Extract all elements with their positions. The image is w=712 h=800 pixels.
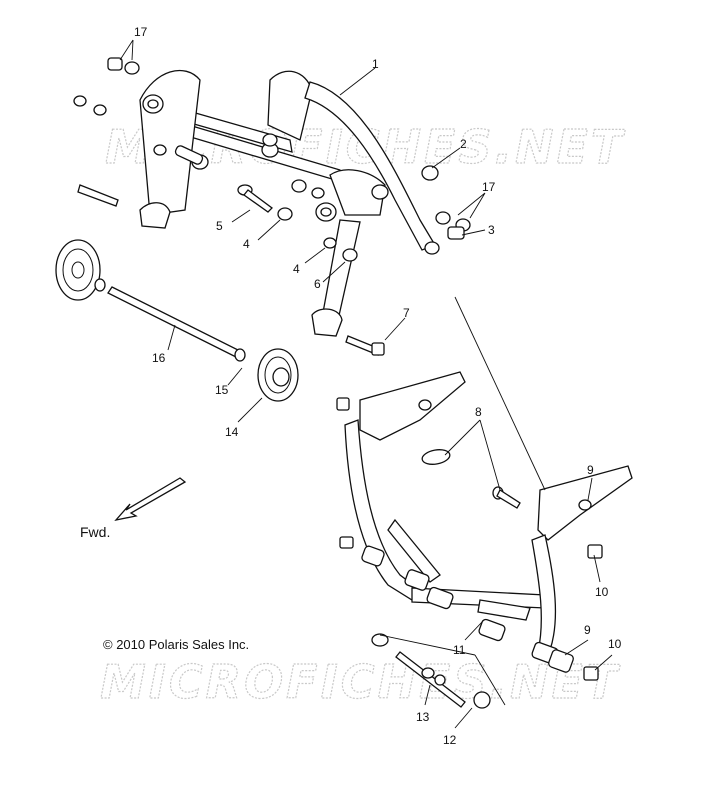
callout-9-top: 9 xyxy=(587,463,594,477)
spacer-left xyxy=(94,278,106,292)
callout-5: 5 xyxy=(216,219,223,233)
wheel-axle xyxy=(107,286,243,359)
callout-3: 3 xyxy=(488,223,495,237)
callout-6: 6 xyxy=(314,277,321,291)
forward-arrow-icon xyxy=(114,477,187,522)
callout-7: 7 xyxy=(403,306,410,320)
callout-2: 2 xyxy=(460,137,467,151)
watermark-bottom: MICROFICHES.NET xyxy=(100,655,621,709)
leader-lines xyxy=(119,39,613,729)
callout-15: 15 xyxy=(215,383,229,397)
callout-14: 14 xyxy=(225,425,239,439)
callout-11: 11 xyxy=(453,643,466,657)
callout-9-lower: 9 xyxy=(584,623,591,637)
callout-4-lower: 4 xyxy=(293,262,300,276)
upper-arm-assembly xyxy=(139,69,440,337)
forward-direction-label: Fwd. xyxy=(80,524,111,540)
callout-8: 8 xyxy=(475,405,482,419)
callout-10-lower: 10 xyxy=(608,637,622,651)
copyright-text: © 2010 Polaris Sales Inc. xyxy=(103,637,250,652)
callout-12: 12 xyxy=(443,733,457,747)
callout-4-left: 4 xyxy=(243,237,250,251)
spacer-right xyxy=(234,348,246,362)
hardware-bushings xyxy=(73,57,471,356)
callout-17-right: 17 xyxy=(482,180,496,194)
callout-10-upper: 10 xyxy=(595,585,609,599)
callout-17-top: 17 xyxy=(134,25,148,39)
callout-16: 16 xyxy=(152,351,166,365)
idler-wheel-left xyxy=(55,239,101,301)
front-arm-frame xyxy=(344,371,633,653)
callout-1: 1 xyxy=(372,57,379,71)
frame-hardware xyxy=(336,397,603,709)
callout-13: 13 xyxy=(416,710,430,724)
idler-wheel-right xyxy=(257,348,299,402)
callout-labels: 17 1 2 17 3 5 4 4 6 7 16 15 14 8 9 10 9 … xyxy=(134,25,622,747)
